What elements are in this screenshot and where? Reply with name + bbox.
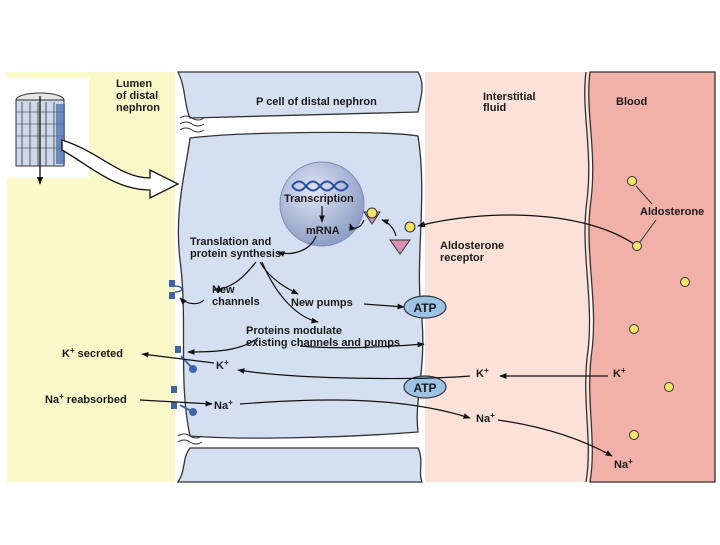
to-new-pumps-arrow <box>259 261 299 295</box>
aldosterone-bound-icon <box>366 207 378 219</box>
aldosterone-pointer-2 <box>639 219 657 243</box>
k-cell-to-lumen-arrow <box>141 351 215 364</box>
na-cell-to-interstitial-arrow <box>239 399 471 419</box>
aldosterone-molecule <box>632 241 642 251</box>
lumen-label: Lumen of distal nephron <box>116 78 160 114</box>
new-channels-label: New channels <box>212 284 260 308</box>
receptor-label: Aldosterone receptor <box>440 240 505 264</box>
aldosterone-molecule <box>629 324 639 334</box>
modulate-label: Proteins modulate existing channels and … <box>246 325 401 349</box>
atp-pump-top <box>403 295 447 319</box>
aldosterone-molecule <box>627 176 637 186</box>
aldosterone-in-cell-icon <box>404 221 416 233</box>
to-new-channels-arrow <box>213 261 257 293</box>
k-channel-icon <box>175 346 197 373</box>
atp-bottom-label: ATP <box>413 381 437 395</box>
k-blood-label: K+ <box>613 366 626 380</box>
translation-label: Translation and protein synthesis <box>190 236 282 260</box>
capillary-wall <box>584 71 591 483</box>
na-interstitial-to-blood-arrow <box>497 419 613 457</box>
lower-cell <box>176 447 423 483</box>
nephron-tubule-icon <box>7 78 89 185</box>
transcription-label: Transcription <box>284 193 354 205</box>
modulate-to-channel-arrow <box>187 337 259 355</box>
aldosterone-molecule <box>680 277 690 287</box>
k-interstitial-label: K+ <box>476 366 489 380</box>
receptor-to-complex-arrow <box>381 219 397 237</box>
receptor-icon <box>389 239 411 255</box>
k-cell-label: K+ <box>216 358 229 372</box>
blood-region <box>588 71 716 483</box>
mrna-arrow <box>277 235 317 257</box>
aldosterone-pointer-1 <box>635 185 653 205</box>
interstitial-region <box>425 72 590 482</box>
nucleus <box>279 161 365 247</box>
new-channel-icon <box>169 280 183 299</box>
inset-callout-arrow <box>61 139 180 200</box>
k-interstitial-to-cell-arrow <box>237 368 471 380</box>
aldosterone-entry-arrow <box>417 214 635 245</box>
na-reabsorbed-label: Na+ reabsorbed <box>45 392 127 406</box>
na-channel-icon <box>171 386 197 416</box>
new-pumps-label: New pumps <box>291 297 353 309</box>
tight-junction-top <box>179 115 205 133</box>
mrna-label: mRNA <box>306 225 340 237</box>
aldosterone-molecule <box>664 382 674 392</box>
new-pumps-to-atp-arrow <box>363 303 405 310</box>
na-interstitial-label: Na+ <box>476 411 495 425</box>
to-modulate-arrow <box>261 261 319 324</box>
channel-insert-arrow <box>179 297 205 305</box>
aldosterone-label: Aldosterone <box>640 206 705 218</box>
modulate-to-pump-arrow <box>299 341 425 349</box>
atp-pump-bottom <box>403 375 447 399</box>
dna-icon <box>291 180 349 192</box>
tight-junction-bottom <box>177 433 203 445</box>
na-cell-label: Na+ <box>214 398 233 412</box>
aldosterone-molecule <box>629 430 639 440</box>
complex-to-nucleus-arrow <box>349 219 365 232</box>
na-lumen-to-cell-arrow <box>139 399 213 407</box>
cell-label: P cell of distal nephron <box>256 96 377 108</box>
k-secreted-label: K+ secreted <box>62 346 123 360</box>
interstitial-label: Interstitial fluid <box>483 91 536 114</box>
atp-top-label: ATP <box>413 301 437 315</box>
blood-label: Blood <box>616 96 648 108</box>
na-blood-label: Na+ <box>614 457 633 471</box>
upper-cell <box>176 71 423 119</box>
